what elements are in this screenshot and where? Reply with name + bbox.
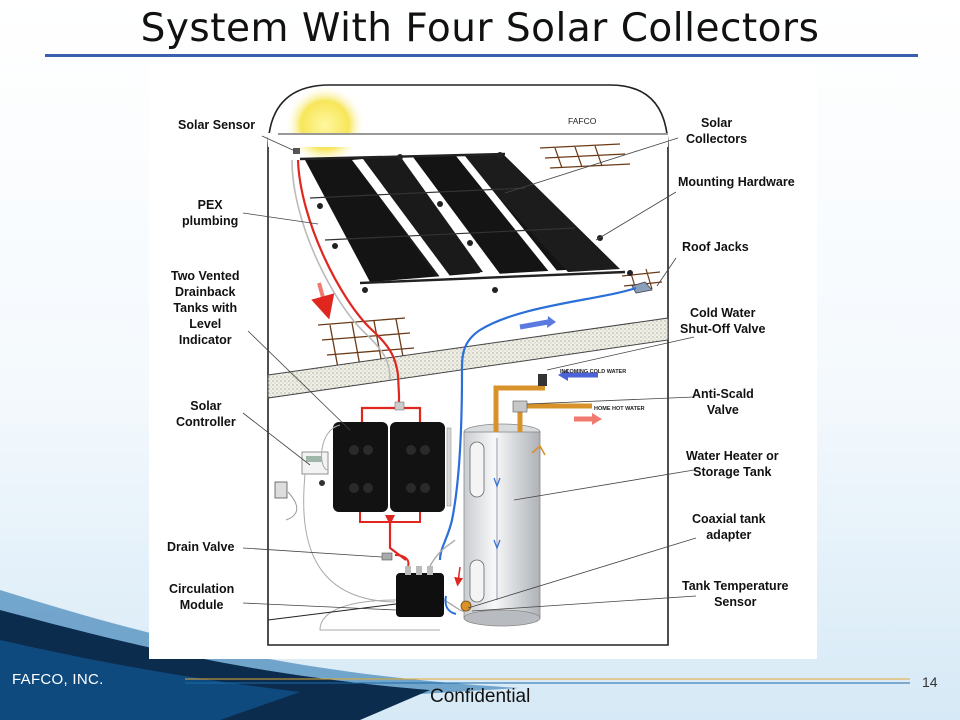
label-drainback-tanks: Two Vented Drainback Tanks with Level In… [171, 269, 240, 347]
home-hot-water-text: HOME HOT WATER [594, 406, 645, 412]
page-number: 14 [922, 674, 938, 690]
label-water-heater: Water Heater or Storage Tank [686, 449, 779, 479]
title-divider [45, 54, 918, 57]
circulation-module [394, 539, 469, 617]
leader-lines [242, 135, 697, 612]
label-circulation-module: Circulation Module [169, 582, 235, 612]
solar-collectors [299, 152, 633, 293]
label-mounting-hardware: Mounting Hardware [678, 175, 795, 189]
drain-valve-device [381, 552, 393, 561]
label-solar-sensor: Solar Sensor [178, 118, 256, 132]
label-anti-scald-valve: Anti-Scald Valve [692, 387, 754, 417]
footer-confidential: Confidential [430, 686, 531, 707]
label-pex-plumbing: PEX plumbing [182, 198, 239, 228]
roof-jack [631, 281, 653, 294]
label-solar-controller: Solar Controller [176, 399, 236, 429]
panel-brand: FAFCO [568, 116, 597, 126]
label-roof-jacks: Roof Jacks [682, 240, 749, 254]
label-solar-collectors: Solar Collectors [686, 116, 748, 146]
water-heater [460, 423, 546, 627]
label-drain-valve: Drain Valve [167, 540, 235, 554]
solar-controller-box [301, 451, 329, 475]
solar-sensor-device [293, 148, 300, 154]
power-outlet [274, 481, 288, 499]
attic-insulation [267, 317, 669, 399]
label-tank-temp-sensor: Tank Temperature Sensor [682, 579, 789, 609]
footer-company: FAFCO, INC. [12, 671, 104, 688]
slide-title: System With Four Solar Collectors [140, 6, 820, 51]
pex-return-blue [438, 286, 637, 561]
cold-water-shutoff-device [538, 374, 547, 386]
anti-scald-device [512, 400, 528, 413]
pex-supply-red [296, 159, 401, 396]
roof-tiles-left [317, 317, 419, 369]
label-cold-water-shutoff: Cold Water Shut-Off Valve [680, 306, 766, 336]
pex-supply-white [291, 159, 391, 381]
drainback-tanks [333, 395, 452, 561]
incoming-cold-water-text: INCOMING COLD WATER [560, 369, 626, 375]
label-coaxial-adapter: Coaxial tank adapter [692, 512, 766, 542]
